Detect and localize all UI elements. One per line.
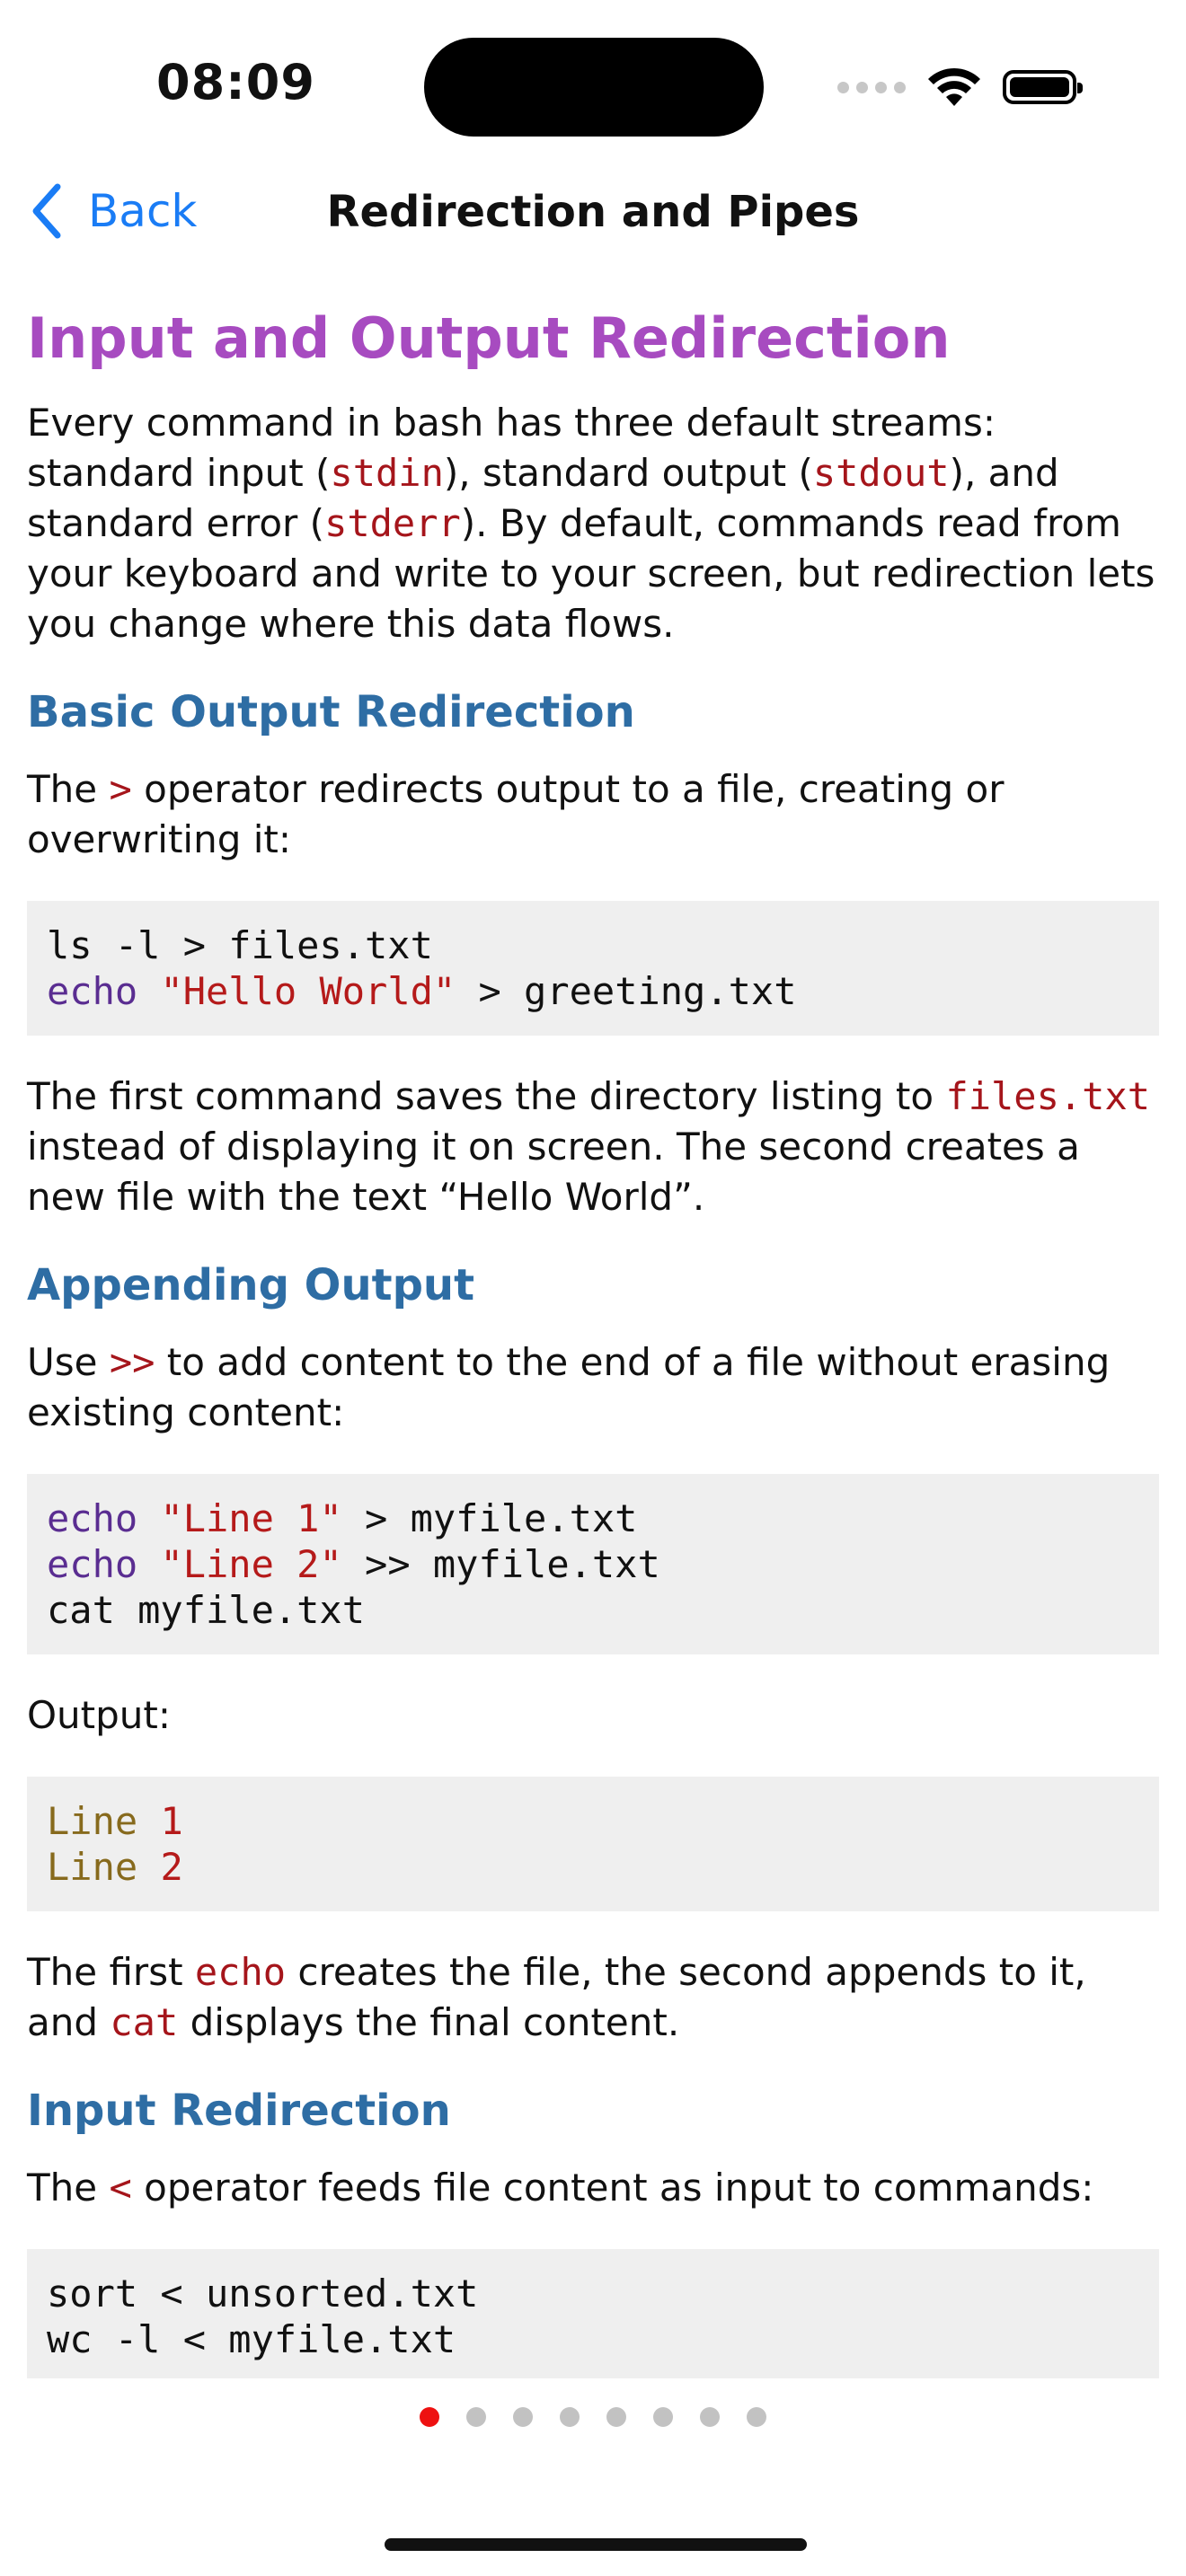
- paragraph: Use >> to add content to the end of a fi…: [27, 1340, 1111, 1434]
- status-bar: 08:09: [0, 0, 1186, 171]
- inline-code: cat: [110, 2000, 179, 2044]
- inline-code: files.txt: [945, 1074, 1151, 1118]
- page-title: Redirection and Pipes: [326, 187, 860, 237]
- page-dot-5[interactable]: [606, 2407, 626, 2427]
- output-label: Output:: [27, 1693, 172, 1737]
- intro-paragraph: Every command in bash has three default …: [27, 401, 1155, 646]
- code-block: sort < unsorted.txt wc -l < myfile.txt: [27, 2249, 1159, 2378]
- chevron-left-icon: [32, 183, 61, 239]
- back-button[interactable]: Back: [29, 180, 197, 243]
- page-dot-3[interactable]: [513, 2407, 533, 2427]
- inline-code: stdout: [812, 451, 950, 495]
- status-icons: [837, 65, 1083, 110]
- inline-code: stderr: [324, 501, 461, 545]
- page-dot-1[interactable]: [420, 2407, 439, 2427]
- page-dot-4[interactable]: [560, 2407, 580, 2427]
- inline-code: >>: [109, 1340, 155, 1384]
- inline-code: >: [109, 767, 132, 811]
- subsection-heading: Basic Output Redirection: [27, 687, 635, 737]
- cellular-signal-icon: [837, 81, 906, 93]
- subsection-heading: Appending Output: [27, 1260, 475, 1310]
- inline-code: stdin: [330, 451, 444, 495]
- page-indicator[interactable]: [0, 2407, 1186, 2427]
- wifi-icon: [928, 67, 980, 106]
- paragraph: The first command saves the directory li…: [27, 1074, 1151, 1219]
- navigation-bar: Back Redirection and Pipes: [0, 171, 1186, 253]
- paragraph: The < operator feeds file content as inp…: [27, 2166, 1094, 2210]
- page-dot-7[interactable]: [700, 2407, 720, 2427]
- battery-icon: [1003, 70, 1083, 104]
- inline-code: echo: [194, 1950, 287, 1994]
- subsection-heading: Input Redirection: [27, 2086, 451, 2136]
- inline-code: <: [109, 2166, 132, 2210]
- content-scroll-area[interactable]: Input and Output Redirection Every comma…: [0, 269, 1186, 2378]
- status-time: 08:09: [156, 54, 315, 110]
- dynamic-island: [424, 38, 764, 137]
- home-indicator[interactable]: [385, 2538, 807, 2551]
- paragraph: The > operator redirects output to a fil…: [27, 767, 1005, 861]
- section-heading: Input and Output Redirection: [27, 305, 951, 371]
- article-content: Input and Output Redirection Every comma…: [0, 305, 1186, 2378]
- code-block: ls -l > files.txt echo "Hello World" > g…: [27, 901, 1159, 1036]
- page-dot-6[interactable]: [653, 2407, 673, 2427]
- code-block: echo "Line 1" > myfile.txt echo "Line 2"…: [27, 1474, 1159, 1654]
- output-block: Line 1 Line 2: [27, 1777, 1159, 1911]
- page-dot-2[interactable]: [466, 2407, 486, 2427]
- paragraph: The first echo creates the file, the sec…: [27, 1950, 1086, 2044]
- page-dot-8[interactable]: [747, 2407, 766, 2427]
- back-label: Back: [88, 185, 198, 237]
